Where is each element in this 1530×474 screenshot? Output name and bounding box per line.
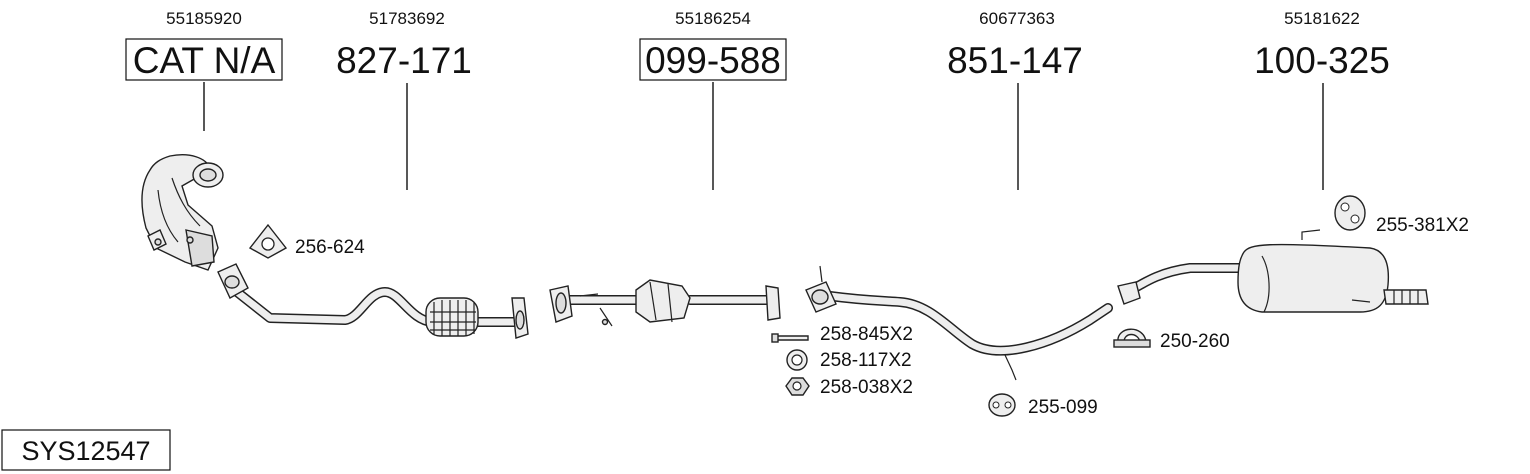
rubber-mount-icon (1334, 195, 1366, 231)
part-number-5[interactable]: 100-325 (1254, 40, 1390, 81)
part-number-3[interactable]: 099-588 (645, 40, 781, 81)
front-pipe-drawing (217, 263, 529, 339)
oem-number-5: 55181622 (1284, 9, 1360, 28)
rubber-hanger-icon (988, 393, 1016, 417)
accessory-label-hanger-rubber[interactable]: 255-099 (1028, 397, 1098, 418)
accessory-label-ring[interactable]: 258-117X2 (820, 350, 912, 371)
part-column-4: 60677363 851-147 (947, 9, 1083, 190)
flange-gasket: 256-624 (248, 223, 365, 259)
part-number-4[interactable]: 851-147 (947, 40, 1083, 81)
accessory-label-clamp[interactable]: 250-260 (1160, 331, 1230, 352)
system-code-box (1, 429, 171, 471)
accessory-label-bolt[interactable]: 258-845X2 (820, 324, 913, 345)
oem-number-4: 60677363 (979, 9, 1055, 28)
oem-number-3: 55186254 (675, 9, 751, 28)
rear-mount-item: 255-381X2 (1334, 195, 1469, 236)
middle-catalyst-pipe-drawing (549, 279, 781, 327)
bolt-icon (775, 335, 809, 341)
clamp-item: 250-260 (1113, 328, 1230, 352)
part-column-5: 55181622 100-325 (1254, 9, 1390, 190)
accessory-label-rear-mount[interactable]: 255-381X2 (1376, 215, 1469, 236)
nut-item: 258-038X2 (785, 377, 913, 398)
part-number-2[interactable]: 827-171 (336, 40, 472, 81)
part-box-3 (639, 38, 787, 81)
oem-number-1: 55185920 (166, 9, 242, 28)
part-column-3: 55186254 099-588 (639, 9, 787, 190)
part-box-1 (125, 38, 283, 81)
oem-number-2: 51783692 (369, 9, 445, 28)
part-column-2: 51783692 827-171 (336, 9, 472, 190)
part-column-1: 55185920 CAT N/A (125, 9, 283, 131)
hanger-rubber-item: 255-099 (988, 393, 1098, 418)
accessory-label-nut[interactable]: 258-038X2 (820, 377, 913, 398)
system-code: SYS12547 (21, 436, 150, 466)
ring-item: 258-117X2 (786, 349, 912, 371)
accessory-label-gasket[interactable]: 256-624 (295, 237, 365, 258)
part-number-1[interactable]: CAT N/A (133, 40, 276, 81)
catalyst-manifold-drawing (141, 154, 224, 271)
intermediate-pipe-drawing (805, 265, 1113, 381)
bolt-item: 258-845X2 (771, 324, 913, 345)
system-code-label: SYS12547 (1, 429, 171, 471)
rear-muffler-drawing (1117, 229, 1429, 313)
